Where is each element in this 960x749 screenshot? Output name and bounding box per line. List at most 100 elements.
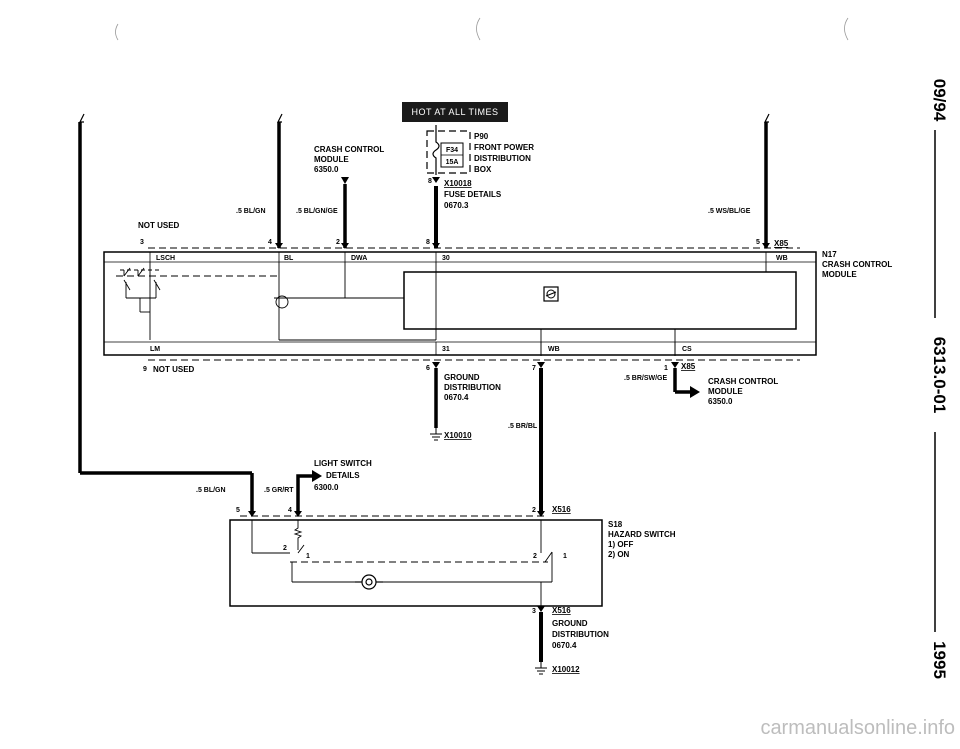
hazard-lamp-icon: [355, 574, 383, 590]
fuse-name-3: BOX: [474, 165, 492, 174]
ground1-connector: X10010: [444, 431, 472, 440]
pin-bottom-9: 9: [143, 366, 147, 373]
fuse-name-1: FRONT POWER: [474, 143, 534, 152]
switch-pin-3: 3: [532, 608, 536, 615]
hazard-off: 1) OFF: [608, 540, 633, 549]
hot-banner-text: HOT AT ALL TIMES: [411, 107, 498, 117]
hazard-pos-2a: 2: [283, 545, 287, 552]
pin-top-3: 3: [140, 239, 144, 246]
fuse-details-1: FUSE DETAILS: [444, 190, 502, 199]
ground-wire-1: GROUND DISTRIBUTION 0670.4 X10010: [430, 368, 501, 441]
wire-pin5: .5 WS/BL/GE: [708, 113, 770, 248]
term-bl: BL: [284, 255, 294, 262]
fuse-group: F34 15A P90 FRONT POWER DISTRIBUTION BOX…: [426, 125, 534, 248]
binder-marks: [115, 17, 849, 41]
ground2-line1: GROUND: [552, 619, 588, 628]
module-processor-box: [403, 271, 797, 330]
crash-right-connector: X85: [681, 362, 696, 371]
pin-top-5: 5: [756, 239, 760, 246]
hazard-pos-1b: 1: [563, 553, 567, 560]
crash-module-top-line2: MODULE: [314, 155, 349, 164]
fuse-pin: 8: [428, 178, 432, 185]
ground2-symbol: [535, 662, 547, 675]
module-connector-top: X85: [774, 239, 789, 248]
fuse-rating: 15A: [446, 159, 459, 166]
hazard-switch-s18: S18 HAZARD SWITCH 1) OFF 2) ON 2 1 2 1: [229, 519, 676, 607]
hot-banner-box: [402, 102, 508, 122]
term-cs: CS: [682, 346, 692, 353]
wire-label-bl-gn: .5 BL/GN: [236, 208, 266, 215]
bottom-connector-row: 9 NOT USED 6 7 1: [143, 359, 800, 374]
crash-right-line1: CRASH CONTROL: [708, 377, 778, 386]
ground1-symbol: [430, 428, 442, 441]
term-wb-bottom: WB: [548, 346, 560, 353]
hazard-switch-outline: [229, 519, 603, 607]
hazard-bottom: 3 X516 GROUND DISTRIBUTION 0670.4 X10012: [532, 606, 609, 675]
hazard-pos-1a: 1: [306, 553, 310, 560]
hot-banner: HOT AT ALL TIMES: [402, 102, 508, 122]
wire-label-bl-gn-2: .5 BL/GN: [196, 487, 226, 494]
crash-module-top-line1: CRASH CONTROL: [314, 145, 384, 154]
module-chip-icon: [543, 286, 559, 302]
switch-pin-5: 5: [236, 507, 240, 514]
module-name-2: MODULE: [822, 270, 857, 279]
fuse-id: F34: [446, 147, 458, 154]
power-distribution-box-outline: [426, 130, 471, 174]
wire-label-br-bl: .5 BR/BL: [508, 423, 538, 430]
term-30: 30: [442, 255, 450, 262]
crash-control-module-n17: N17 CRASH CONTROL MODULE LSCH BL DWA 30 …: [103, 250, 892, 356]
crash-right-line3: 6350.0: [708, 397, 733, 406]
hazard-pos-2b: 2: [533, 553, 537, 560]
crash-module-top-line3: 6350.0: [314, 165, 339, 174]
ground1-line2: DISTRIBUTION: [444, 383, 501, 392]
pin-top-2: 2: [336, 239, 340, 246]
fuse-details-2: 0670.3: [444, 201, 469, 210]
switch-connector-top: X516: [552, 505, 571, 514]
term-dwa: DWA: [351, 255, 367, 262]
ground2-connector: X10012: [552, 665, 580, 674]
top-connector-row: NOT USED 3 4 2 8 5 X85: [138, 221, 800, 249]
fuse-ref: P90: [474, 132, 489, 141]
term-lm: LM: [150, 346, 160, 353]
switch-connector-bottom: X516: [552, 606, 571, 615]
wire-label-gr-rt: .5 GR/RT: [264, 487, 294, 494]
pin-bottom-1: 1: [664, 365, 668, 372]
light-switch-line2: DETAILS: [326, 471, 360, 480]
light-switch-line1: LIGHT SWITCH: [314, 459, 372, 468]
pin-top-8: 8: [426, 239, 430, 246]
switch-pin-4: 4: [288, 507, 292, 514]
ground1-line1: GROUND: [444, 373, 480, 382]
module-outline: [103, 251, 817, 356]
crash-module-right: X85 .5 BR/SW/GE CRASH CONTROL MODULE 635…: [624, 362, 778, 406]
light-switch-feed: LIGHT SWITCH DETAILS 6300.0 .5 BL/GN .5 …: [196, 459, 372, 512]
hazard-name: HAZARD SWITCH: [608, 530, 676, 539]
fuse-connector: X10018: [444, 179, 472, 188]
side-date: 09/94: [930, 79, 949, 122]
fuse-symbol: [432, 125, 440, 175]
term-lsch: LSCH: [156, 255, 175, 262]
module-ref: N17: [822, 250, 837, 259]
wire-pin2: CRASH CONTROL MODULE 6350.0 .5 BL/GN/GE: [296, 145, 384, 248]
crash-right-line2: MODULE: [708, 387, 743, 396]
not-used-top: NOT USED: [138, 221, 180, 230]
watermark: carmanualsonline.info: [760, 717, 955, 739]
pin-top-4: 4: [268, 239, 272, 246]
term-31: 31: [442, 346, 450, 353]
left-harness-wire: [78, 113, 254, 512]
wire-label-ws-bl-ge: .5 WS/BL/GE: [708, 208, 751, 215]
side-year: 1995: [930, 641, 949, 679]
term-wb-top: WB: [776, 255, 788, 262]
switch-pin-2: 2: [532, 507, 536, 514]
ground2-line3: 0670.4: [552, 641, 577, 650]
side-labels: 09/94 6313.0-01 1995: [930, 79, 949, 679]
wire-label-br-sw-ge: .5 BR/SW/GE: [624, 375, 668, 382]
wire-br-bl: .5 BR/BL: [508, 368, 543, 512]
fuse-name-2: DISTRIBUTION: [474, 154, 531, 163]
module-name-1: CRASH CONTROL: [822, 260, 892, 269]
light-switch-line3: 6300.0: [314, 483, 339, 492]
hazard-connector-top: 5 4 2 X516: [236, 505, 571, 517]
pin-bottom-6: 6: [426, 365, 430, 372]
wire-pin4: .5 BL/GN: [236, 113, 283, 248]
